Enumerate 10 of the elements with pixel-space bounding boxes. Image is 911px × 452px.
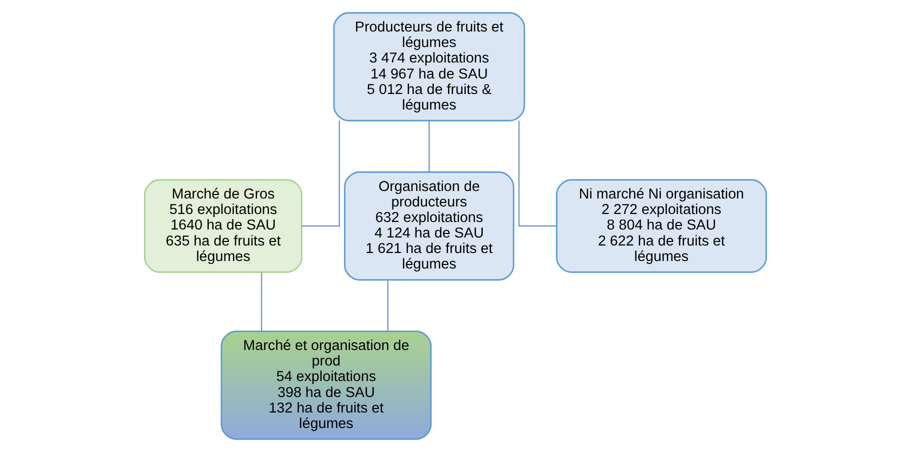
node-box: Marché de Gros 516 exploitations 1640 ha de SAU 635 ha de fruits et légumes [144, 179, 302, 273]
node-box: Ni marché Ni organisation 2 272 exploitations 8 804 ha de SAU 2 622 ha de fruits et légumes [556, 179, 767, 273]
connector [387, 280, 388, 331]
node-box: Producteurs de fruits et légumes 3 474 exploitations 14 967 ha de SAU 5 012 ha de fruits & légumes [333, 12, 526, 122]
node-box: Organisation de producteurs 632 exploitations 4 124 ha de SAU 1 621 ha de fruits et légumes [344, 171, 514, 281]
node-box: Marché et organisation de prod 54 exploitations 398 ha de SAU 132 ha de fruits et légumes [220, 330, 432, 440]
connector [428, 120, 430, 172]
connector [302, 120, 340, 227]
connector [260, 272, 262, 332]
connector [518, 120, 556, 227]
